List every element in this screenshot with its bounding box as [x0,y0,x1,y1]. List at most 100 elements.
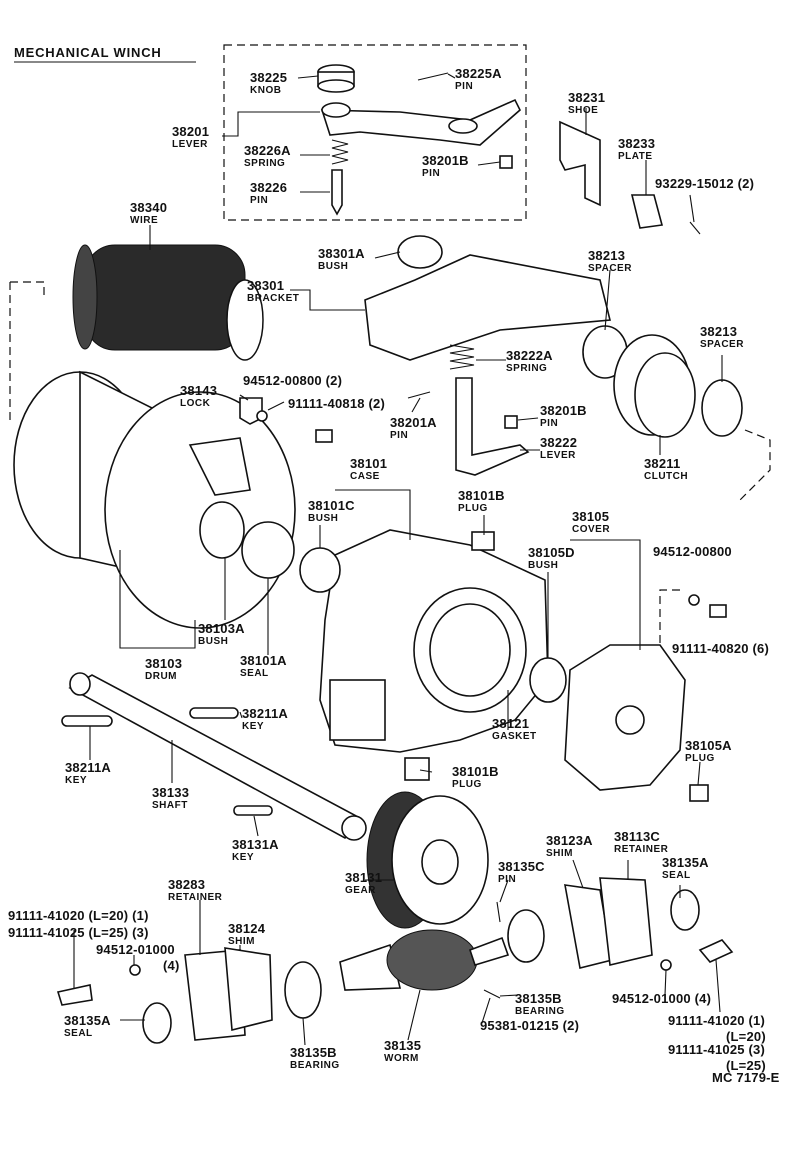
gear-38131 [366,791,489,929]
part-number: 38211A [65,760,111,775]
seal-38135a-right [670,889,700,931]
pin-38201b-top [499,155,513,169]
bush-38105d [529,657,567,703]
part-number: 38101B [452,764,499,779]
pin-95381 [483,989,501,999]
seal-38101a [241,521,295,579]
part-number: 38105 [572,509,609,524]
part-number: 38340 [130,200,167,215]
pin-38201a [407,391,431,399]
bolt-91111-40820 [709,604,727,618]
part-number: 38133 [152,785,189,800]
plug-38105a [689,784,709,802]
part-label: PIN [250,195,268,206]
screw-93229 [689,221,701,235]
washer-94512-01000-right [660,959,672,971]
part-label: KEY [242,721,264,732]
part-number: 94512-01000 [96,942,175,957]
plate-38233 [630,194,664,229]
part-label: LEVER [172,139,208,150]
part-label: SHOE [568,105,598,116]
seal-38135a-left [142,1002,172,1044]
lever-38222 [455,377,530,476]
spacer-38213-b [701,379,743,437]
spring-38226a [331,139,349,165]
key-38131a [233,805,273,816]
pin-38225a [417,72,449,81]
knob-38225 [317,64,355,93]
part-label: SHIM [228,936,255,947]
part-label: PIN [455,81,473,92]
part-number: 91111-41025 (3) [668,1042,765,1057]
bolt-91111-41020-right [698,939,734,963]
part-number: 38143 [180,383,217,398]
part-number: 38226A [244,143,291,158]
part-label: BUSH [528,560,558,571]
part-number: 38101B [458,488,505,503]
leader-lines [73,73,723,1046]
part-label: CLUTCH [644,471,688,482]
cover-38105 [564,644,686,791]
part-label: KNOB [250,85,281,96]
pin-38201b-mid [504,415,518,429]
part-number: 38225 [250,70,287,85]
part-number: 38211 [644,456,680,471]
bearing-38135b-left [284,961,322,1019]
part-number: 38135A [662,855,709,870]
part-number: 38213 [700,324,737,339]
shoe-38231 [559,120,601,207]
wire-38340 [72,244,264,361]
part-number: 91111-41020 (1) [668,1013,765,1028]
part-label: PLUG [685,753,715,764]
part-number: 38101 [350,456,387,471]
part-number: 93229-15012 (2) [655,176,754,191]
clutch-dashed-guide [739,429,771,501]
plug-38101b-bottom [404,757,430,781]
part-label: BUSH [318,261,348,272]
part-number: 91111-41020 (L=20) (1) [8,908,149,923]
part-number: 38131 [345,870,382,885]
lever-38201 [320,98,521,146]
part-number: 38113C [614,829,660,844]
part-number: 38231 [568,90,605,105]
part-number: 38131A [232,837,279,852]
part-number: 38283 [168,877,205,892]
washer-94512-01000-left [129,964,141,976]
part-number: 94512-00800 [653,544,732,559]
part-number: 38213 [588,248,625,263]
part-number: (L=20) [726,1029,766,1044]
part-number: (4) [163,958,180,973]
part-label: SHIM [546,848,573,859]
pin-38226 [331,169,343,216]
spring-38222a [449,344,475,370]
part-number: 38123A [546,833,593,848]
retainer-38113c [599,877,653,966]
part-label: PIN [540,418,558,429]
part-number: 38121 [492,716,529,731]
part-label: DRUM [145,671,177,682]
part-number: 38225A [455,66,502,81]
part-number: 38135 [384,1038,421,1053]
part-number: 94512-00800 (2) [243,373,342,388]
bush-38101c [299,547,341,593]
part-number: 38226 [250,180,287,195]
bearing-38135b-right [507,909,545,963]
part-label: KEY [65,775,87,786]
part-label: LEVER [540,450,576,461]
part-number: 38211A [242,706,288,721]
part-number: 38201A [390,415,437,430]
part-number: 38301 [247,278,284,293]
lever-hub [321,102,351,118]
part-label: PIN [422,168,440,179]
part-number: 38201 [172,124,209,139]
part-label: BEARING [515,1006,565,1017]
part-number: (L=25) [726,1058,766,1073]
part-label: WIRE [130,215,158,226]
part-number: 38105A [685,738,732,753]
part-number: 38222 [540,435,577,450]
part-number: 38101A [240,653,287,668]
part-label: SPACER [588,263,632,274]
diagram-title: MECHANICAL WINCH [14,45,162,60]
